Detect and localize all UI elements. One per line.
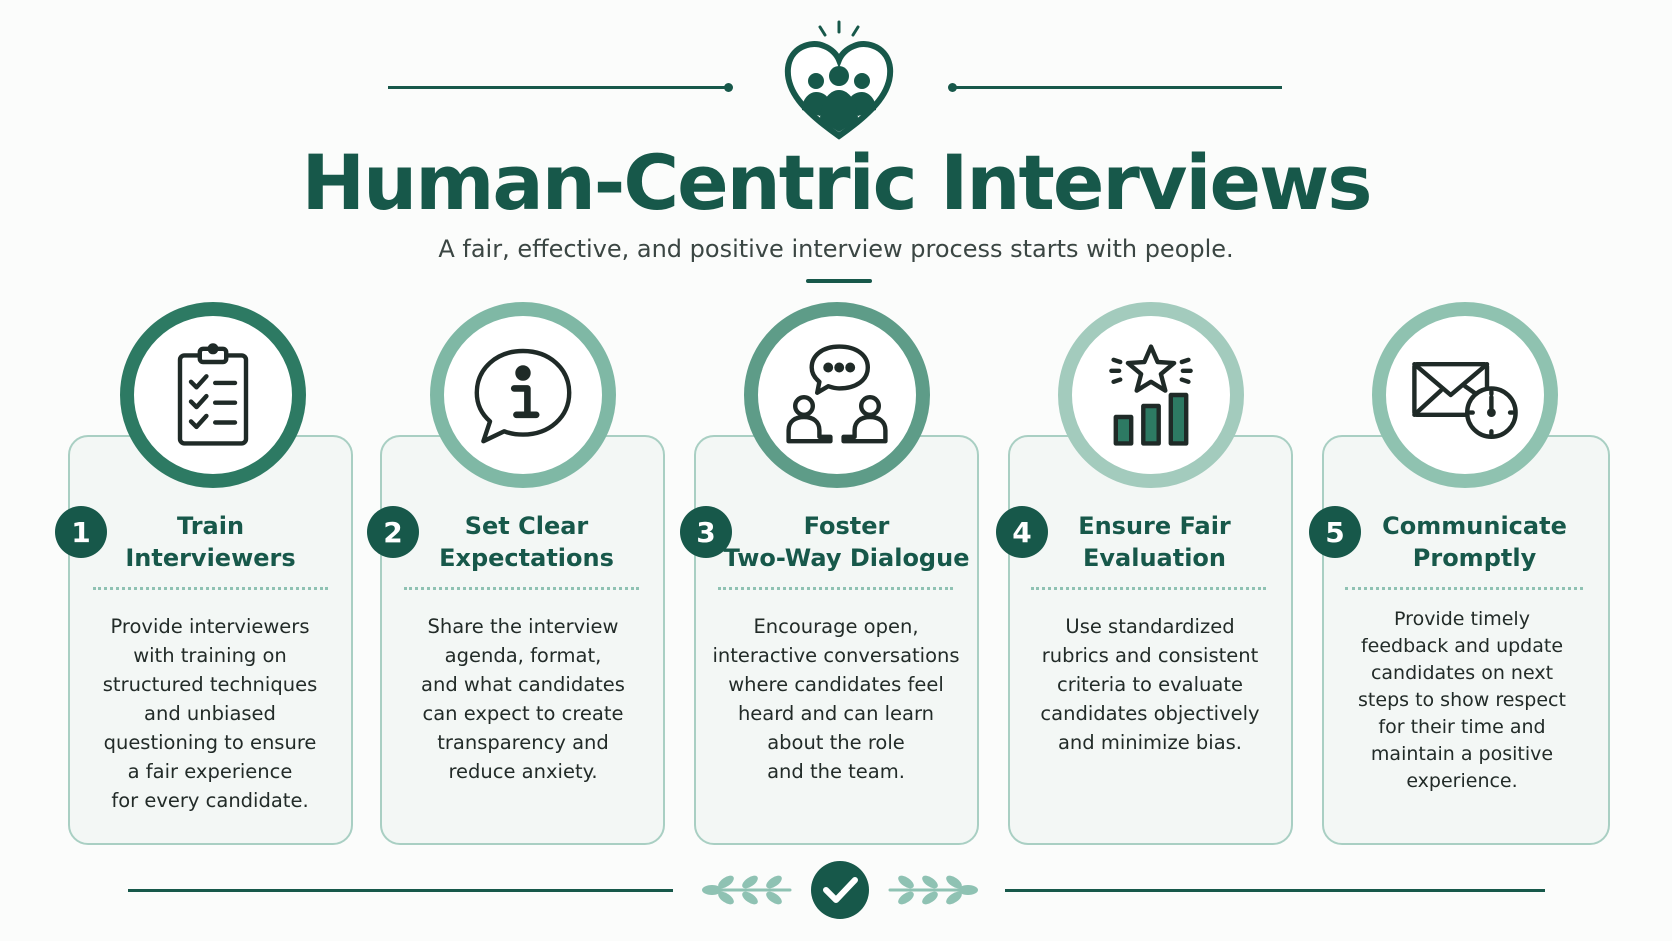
- footer-line-right: [1005, 889, 1545, 892]
- subtitle-divider: [806, 279, 872, 283]
- step-card-2: [380, 435, 665, 845]
- step-3-description: Encourage open, interactive conversation…: [712, 615, 960, 783]
- step-4-number-badge: 4: [996, 506, 1048, 558]
- step-1-description: Provide interviewers with training on st…: [102, 615, 318, 812]
- step-1-icon-ring: [120, 302, 306, 488]
- step-3-divider: [718, 587, 953, 590]
- laurel-checkmark-icon: [702, 861, 978, 919]
- step-1-divider: [93, 587, 328, 590]
- header-line-left-dot: [724, 83, 733, 92]
- page-subtitle: A fair, effective, and positive intervie…: [438, 235, 1234, 263]
- footer-line-left: [128, 889, 673, 892]
- page-title: Human-Centric Interviews: [301, 138, 1373, 227]
- step-5-title: Communicate Promptly: [1382, 512, 1567, 572]
- step-card-5: [1322, 435, 1610, 845]
- header-line-left: [388, 86, 728, 89]
- step-4-description: Use standardized rubrics and consistent …: [1040, 615, 1260, 754]
- envelope-clock-icon: [1412, 362, 1518, 439]
- star-bar-chart-icon: [1109, 344, 1193, 446]
- step-5-description: Provide timely feedback and update candi…: [1358, 608, 1566, 792]
- step-1-number-badge: 1: [55, 506, 107, 558]
- step-5-icon-ring: [1372, 302, 1558, 488]
- clipboard-checklist-icon: [177, 343, 249, 446]
- step-5-divider: [1345, 587, 1583, 590]
- step-4-title: Ensure Fair Evaluation: [1078, 512, 1231, 572]
- step-3-icon-ring: [744, 302, 930, 488]
- step-card-3: [694, 435, 979, 845]
- step-3-title: Foster Two-Way Dialogue: [723, 512, 970, 572]
- header-line-right: [950, 86, 1282, 89]
- step-2-divider: [404, 587, 639, 590]
- step-5-number-badge: 5: [1309, 506, 1361, 558]
- step-2-icon-ring: [430, 302, 616, 488]
- step-2-description: Share the interview agenda, format, and …: [421, 615, 625, 783]
- step-2-title: Set Clear Expectations: [439, 512, 614, 572]
- step-4-divider: [1031, 587, 1266, 590]
- step-2-number-badge: 2: [367, 506, 419, 558]
- heart-people-icon: [784, 20, 894, 140]
- step-3-number-badge: 3: [680, 506, 732, 558]
- two-people-conversation-icon: [786, 344, 888, 444]
- step-1-title: Train Interviewers: [125, 512, 296, 572]
- step-4-icon-ring: [1058, 302, 1244, 488]
- step-card-1: [68, 435, 353, 845]
- info-speech-bubble-icon: [474, 348, 572, 444]
